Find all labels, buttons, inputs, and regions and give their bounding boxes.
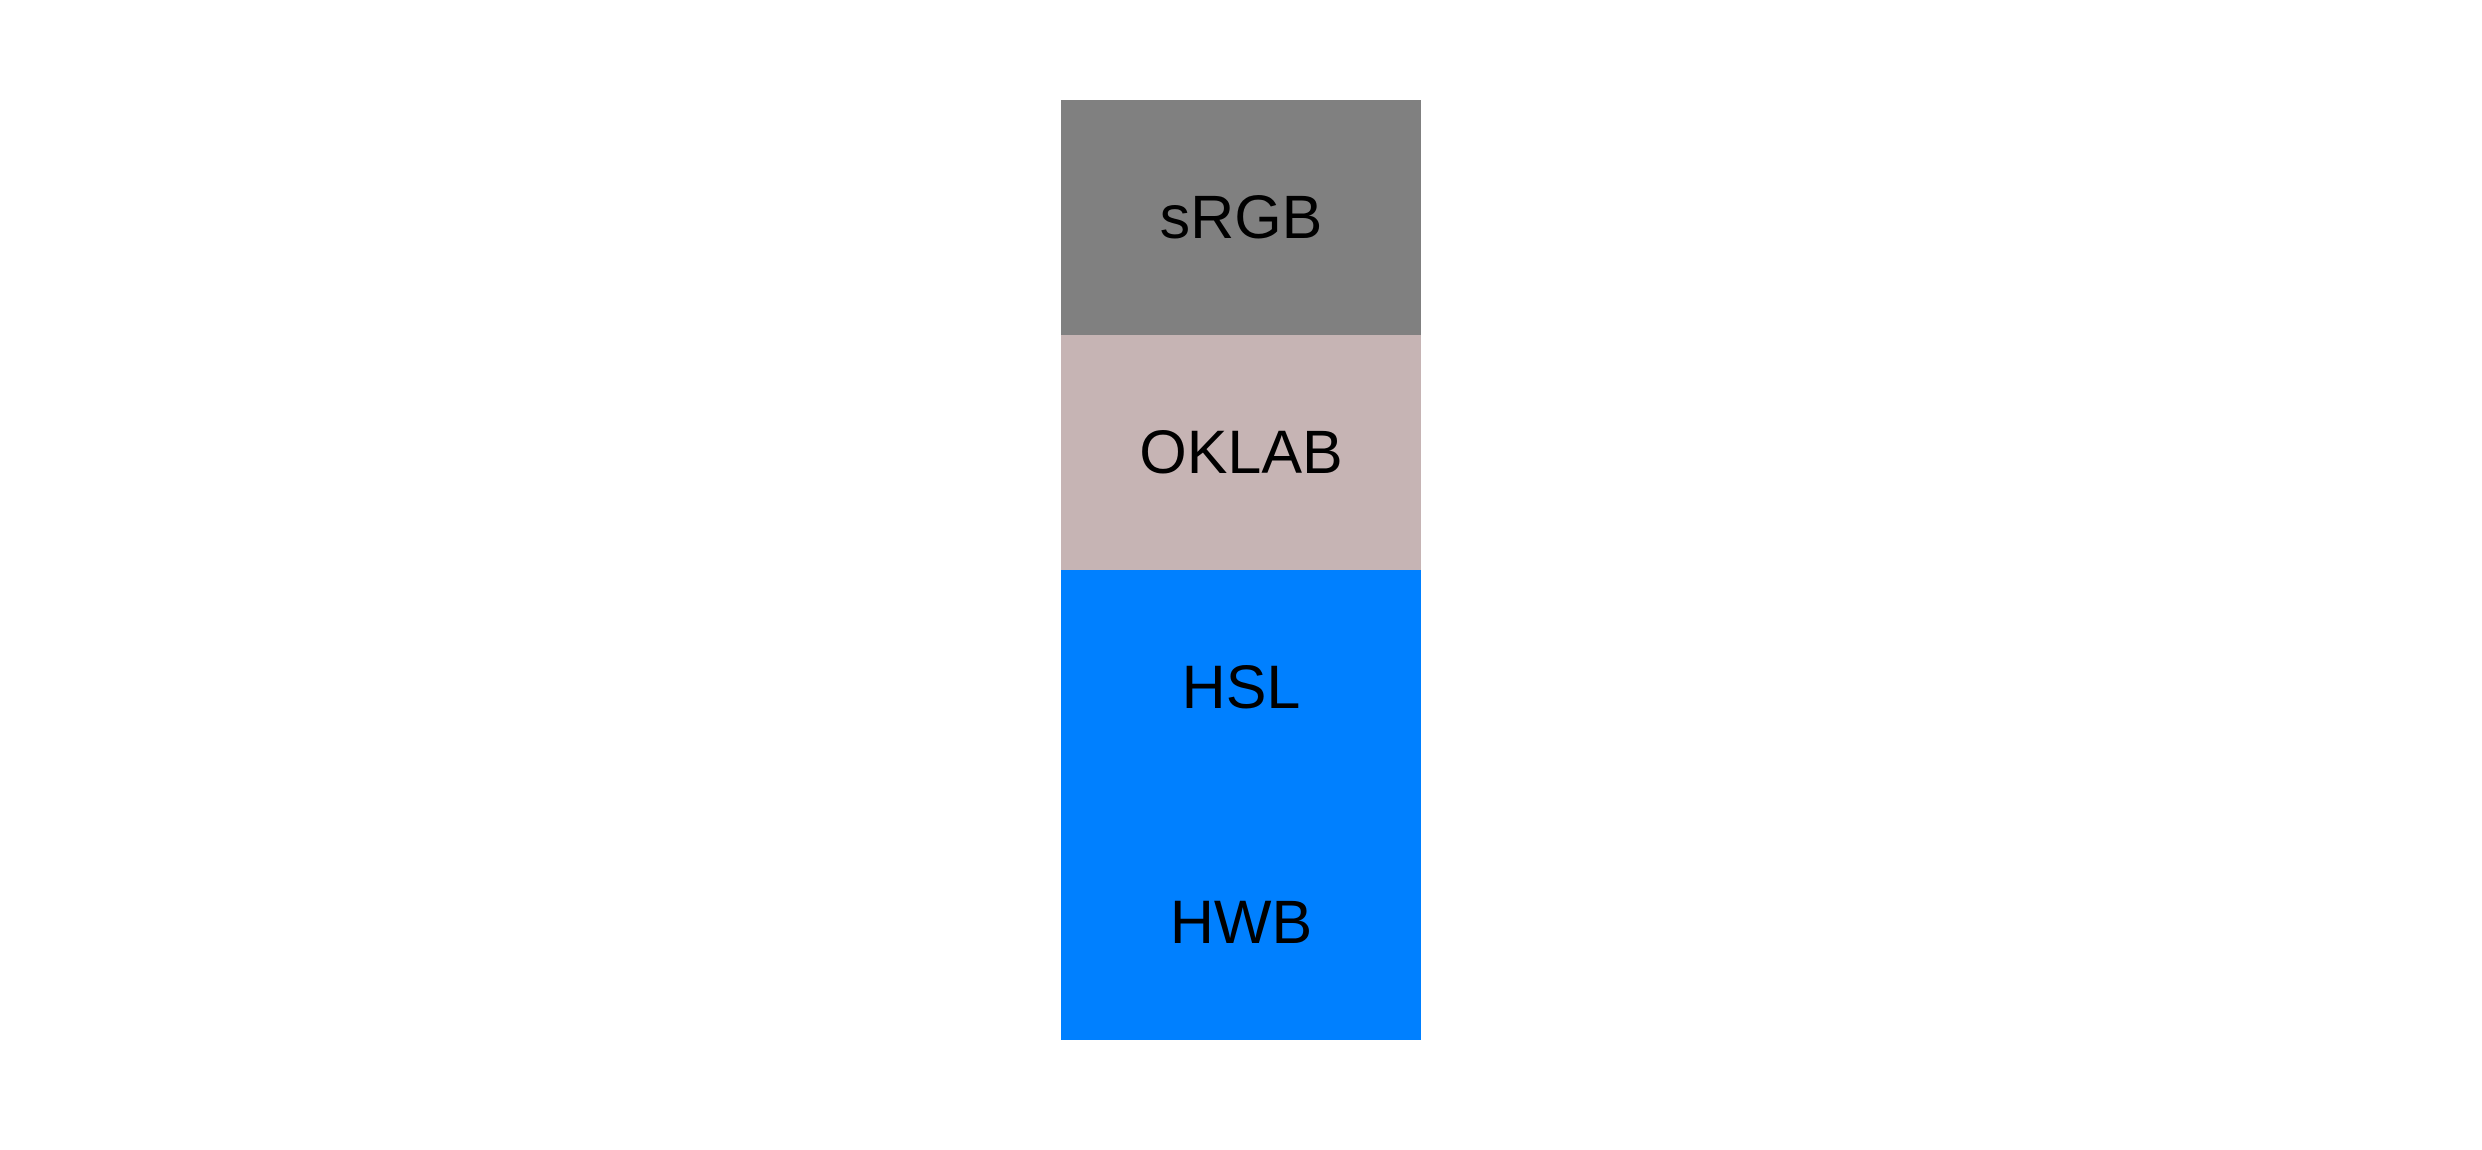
swatch-oklab: OKLAB (1061, 335, 1421, 570)
swatch-hsl: HSL (1061, 570, 1421, 805)
swatch-label-oklab: OKLAB (1139, 418, 1343, 486)
swatch-label-hwb: HWB (1169, 888, 1313, 956)
swatch-hwb: HWB (1061, 805, 1421, 1040)
swatch-label-hsl: HSL (1181, 653, 1301, 721)
swatch-srgb: sRGB (1061, 100, 1421, 335)
swatch-label-srgb: sRGB (1159, 183, 1323, 251)
color-space-swatch-stack: sRGB OKLAB HSL HWB (1061, 100, 1421, 1040)
